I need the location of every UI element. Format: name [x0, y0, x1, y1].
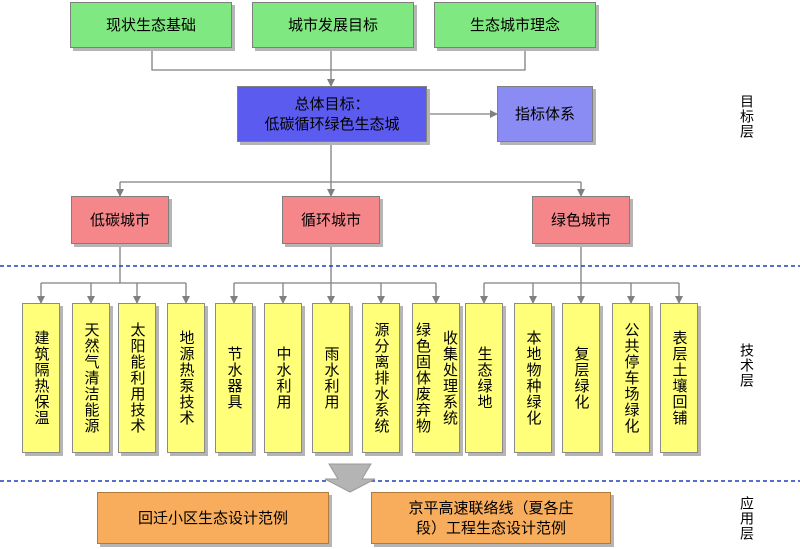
tech-solar-utilization: 太阳能利用技术: [118, 303, 156, 453]
tech-green-solid-waste-col1: 收集处理系统: [441, 330, 459, 426]
tech-multi-layer-greening: 复层绿化: [562, 303, 600, 453]
tech-ecological-green-space-label: 生态绿地: [475, 346, 494, 410]
tech-water-saving-fixtures-label: 节水器具: [225, 346, 244, 410]
input-urban-development-goal: 城市发展目标: [252, 2, 414, 48]
input-merge-connector: [151, 48, 526, 87]
tech-parking-lot-greening-label: 公共停车场绿化: [622, 322, 641, 434]
tech-ground-source-heat-pump: 地源热泵技术: [167, 303, 205, 453]
goal-to-cities-connector: [116, 142, 585, 197]
overall-goal-box: 总体目标： 低碳循环绿色生态城: [237, 86, 427, 142]
low-carbon-branch-connector: [37, 244, 190, 304]
tech-multi-layer-greening-label: 复层绿化: [572, 346, 591, 410]
tech-building-insulation-label: 建筑隔热保温: [32, 330, 51, 426]
tech-native-species-greening-label: 本地物种绿化: [524, 330, 543, 426]
tech-reclaimed-water-label: 中水利用: [274, 346, 293, 410]
input-eco-city-concept: 生态城市理念: [434, 2, 596, 48]
layer-label-goal: 目标层: [738, 94, 754, 139]
circular-city-box: 循环城市: [282, 196, 380, 244]
low-carbon-city-box: 低碳城市: [71, 196, 169, 244]
application-jingping-expressway: 京平高速联络线（夏各庄 段）工程生态设计范例: [371, 492, 611, 544]
tech-natural-gas-energy: 天然气清洁能源: [72, 303, 110, 453]
green-branch-connector: [480, 244, 683, 304]
tech-topsoil-restoration: 表层土壤回铺: [660, 303, 698, 453]
tech-native-species-greening: 本地物种绿化: [514, 303, 552, 453]
layer-label-technology: 技术层: [738, 343, 754, 388]
circular-branch-connector: [230, 244, 440, 304]
tech-source-separation-drainage: 源分离排水系统: [362, 303, 400, 453]
tech-natural-gas-energy-label: 天然气清洁能源: [82, 322, 101, 434]
input-existing-ecology: 现状生态基础: [70, 2, 232, 48]
tech-ecological-green-space: 生态绿地: [465, 303, 503, 453]
goal-line-2: 低碳循环绿色生态城: [264, 115, 400, 133]
tech-reclaimed-water: 中水利用: [264, 303, 302, 453]
indicator-system-box: 指标体系: [497, 86, 593, 142]
tech-water-saving-fixtures: 节水器具: [215, 303, 253, 453]
flow-down-arrow: [324, 463, 376, 493]
layer-label-application: 应用层: [738, 496, 754, 541]
tech-ground-source-heat-pump-label: 地源热泵技术: [177, 330, 196, 426]
tech-green-solid-waste-col2: 绿色固体废弃物: [414, 322, 432, 434]
tech-rainwater-use: 雨水利用: [312, 303, 350, 453]
goal-line-1: 总体目标：: [294, 95, 370, 113]
tech-topsoil-restoration-label: 表层土壤回铺: [670, 330, 689, 426]
tech-rainwater-use-label: 雨水利用: [322, 346, 341, 410]
tech-solar-utilization-label: 太阳能利用技术: [128, 322, 147, 434]
tech-green-solid-waste: 绿色固体废弃物 收集处理系统: [412, 303, 460, 453]
green-city-box: 绿色城市: [532, 196, 630, 244]
application-resettlement-community: 回迁小区生态设计范例: [97, 492, 329, 544]
tech-source-separation-drainage-label: 源分离排水系统: [372, 322, 391, 434]
tech-building-insulation: 建筑隔热保温: [22, 303, 60, 453]
tech-parking-lot-greening: 公共停车场绿化: [612, 303, 650, 453]
